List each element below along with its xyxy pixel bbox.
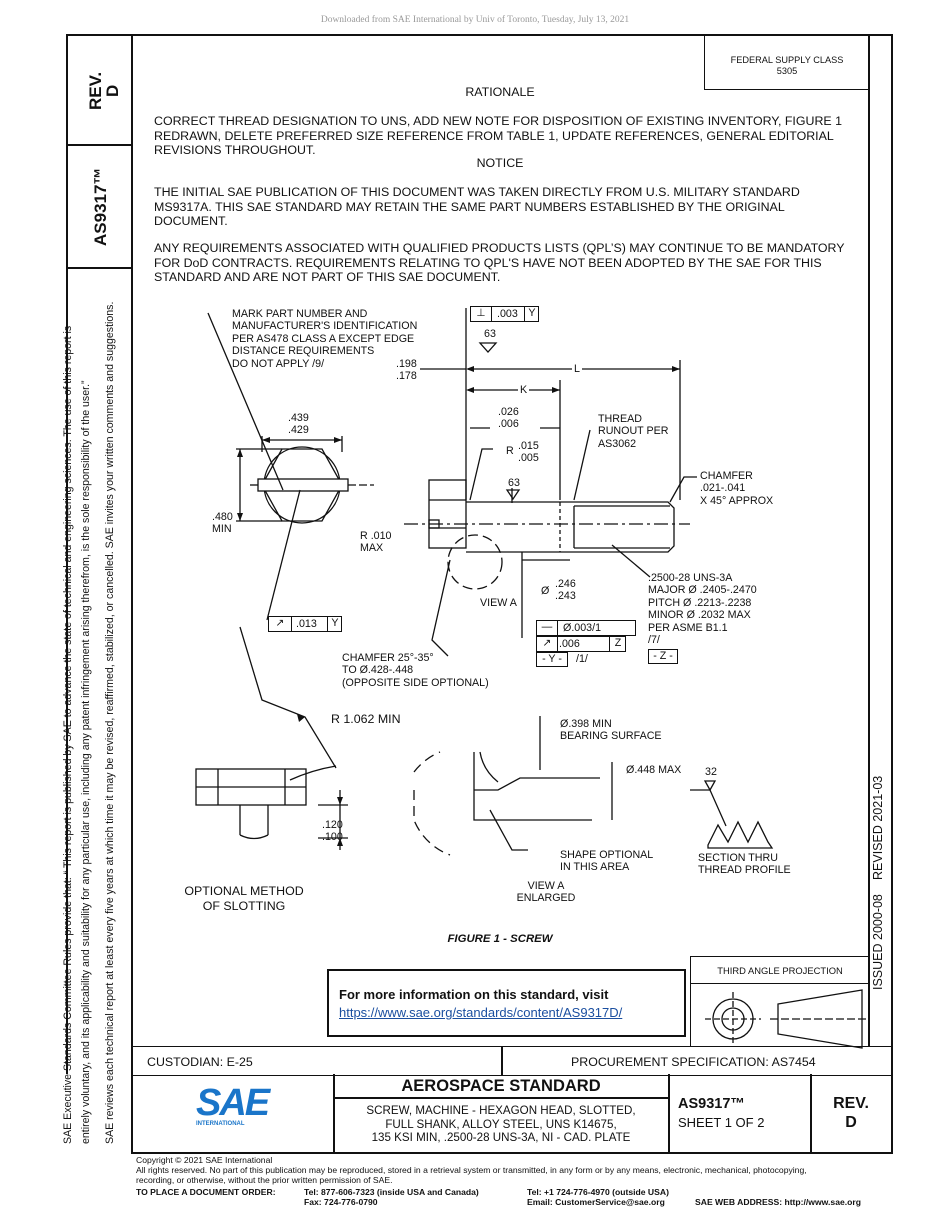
notice-text-2: ANY REQUIREMENTS ASSOCIATED WITH QUALIFI…	[154, 241, 845, 285]
chamfer-left-note: CHAMFER 25°-35°TO Ø.428-.448(OPPOSITE SI…	[342, 652, 489, 689]
custodian: CUSTODIAN: E-25	[147, 1055, 253, 1069]
roughness-63-top: 63	[484, 328, 496, 340]
dim-k: K	[518, 384, 530, 397]
runout-013-frame: ↗ .013 Y	[268, 616, 342, 632]
r-label: R	[506, 445, 514, 457]
dim-015-005: .015.005	[518, 440, 539, 465]
roughness-63-mid: 63	[508, 477, 520, 489]
perpendicularity-frame: ⊥ .003 Y	[470, 306, 539, 322]
dim-246-243: .246.243	[555, 578, 576, 603]
custodian-row: CUSTODIAN: E-25 PROCUREMENT SPECIFICATIO…	[131, 1046, 893, 1076]
document-title: SCREW, MACHINE - HEXAGON HEAD, SLOTTED,F…	[366, 1104, 636, 1145]
fax: Fax: 724-776-0790	[304, 1197, 378, 1207]
web-address: SAE WEB ADDRESS: http://www.sae.org	[695, 1197, 861, 1207]
dim-120-100: .120.100	[322, 819, 343, 844]
datum-y-box: - Y -	[536, 652, 568, 667]
as-number: AS9317™	[678, 1096, 745, 1112]
rationale-text: CORRECT THREAD DESIGNATION TO UNS, ADD N…	[154, 114, 843, 158]
roughness-32: 32	[705, 766, 717, 778]
position-frame: — Ø.003/1	[536, 620, 636, 636]
standard-link[interactable]: https://www.sae.org/standards/content/AS…	[339, 1005, 623, 1020]
info-box-text: For more information on this standard, v…	[339, 987, 609, 1002]
tel-outside: Tel: +1 724-776-4970 (outside USA)	[527, 1187, 669, 1197]
datum-z-box: - Z -	[648, 649, 678, 664]
notice-text-1: THE INITIAL SAE PUBLICATION OF THIS DOCU…	[154, 185, 800, 229]
screw-head-side	[428, 479, 467, 549]
dia-symbol: Ø	[541, 585, 550, 597]
sae-logo: SAE INTERNATIONAL	[196, 1082, 270, 1127]
sheet-number: SHEET 1 OF 2	[678, 1115, 765, 1130]
notice-heading: NOTICE	[476, 156, 524, 170]
copyright: Copyright © 2021 SAE International	[136, 1155, 273, 1165]
tel-usa: Tel: 877-606-7323 (inside USA and Canada…	[304, 1187, 479, 1197]
r1062-min: R 1.062 MIN	[331, 712, 401, 726]
view-a-label: VIEW A	[480, 597, 517, 609]
order-label: TO PLACE A DOCUMENT ORDER:	[136, 1187, 276, 1197]
rev-box: REV.D	[833, 1095, 869, 1131]
note-1-ref: /1/	[576, 653, 588, 665]
third-angle-label: THIRD ANGLE PROJECTION	[717, 965, 843, 976]
federal-supply-label: FEDERAL SUPPLY CLASS	[730, 55, 844, 65]
rationale-heading: RATIONALE	[465, 85, 535, 99]
dim-026-006: .026.006	[498, 406, 519, 431]
third-angle-box: THIRD ANGLE PROJECTION	[690, 956, 869, 1047]
dim-l: L	[572, 363, 582, 376]
download-notice: Downloaded from SAE International by Uni…	[320, 15, 630, 25]
dim-439-429: .439.429	[288, 412, 309, 437]
screw-shank	[466, 501, 675, 553]
aerospace-standard: AEROSPACE STANDARD	[401, 1077, 601, 1095]
procurement-spec: PROCUREMENT SPECIFICATION: AS7454	[571, 1055, 816, 1069]
email: Email: CustomerService@sae.org	[527, 1197, 665, 1207]
federal-supply-box: FEDERAL SUPPLY CLASS 5305	[704, 35, 869, 90]
runout-frame: ↗ .006 Z	[536, 636, 626, 652]
dim-198-178: .198.178	[396, 358, 417, 383]
dia-448-max: Ø.448 MAX	[626, 764, 682, 776]
federal-supply-number: 5305	[776, 66, 798, 76]
rights-line-1: All rights reserved. No part of this pub…	[136, 1165, 807, 1175]
rights-line-2: recording, or otherwise, without the pri…	[136, 1175, 393, 1185]
figure-caption: FIGURE 1 - SCREW	[447, 933, 553, 945]
info-box: For more information on this standard, v…	[327, 969, 686, 1037]
slot	[257, 478, 349, 492]
